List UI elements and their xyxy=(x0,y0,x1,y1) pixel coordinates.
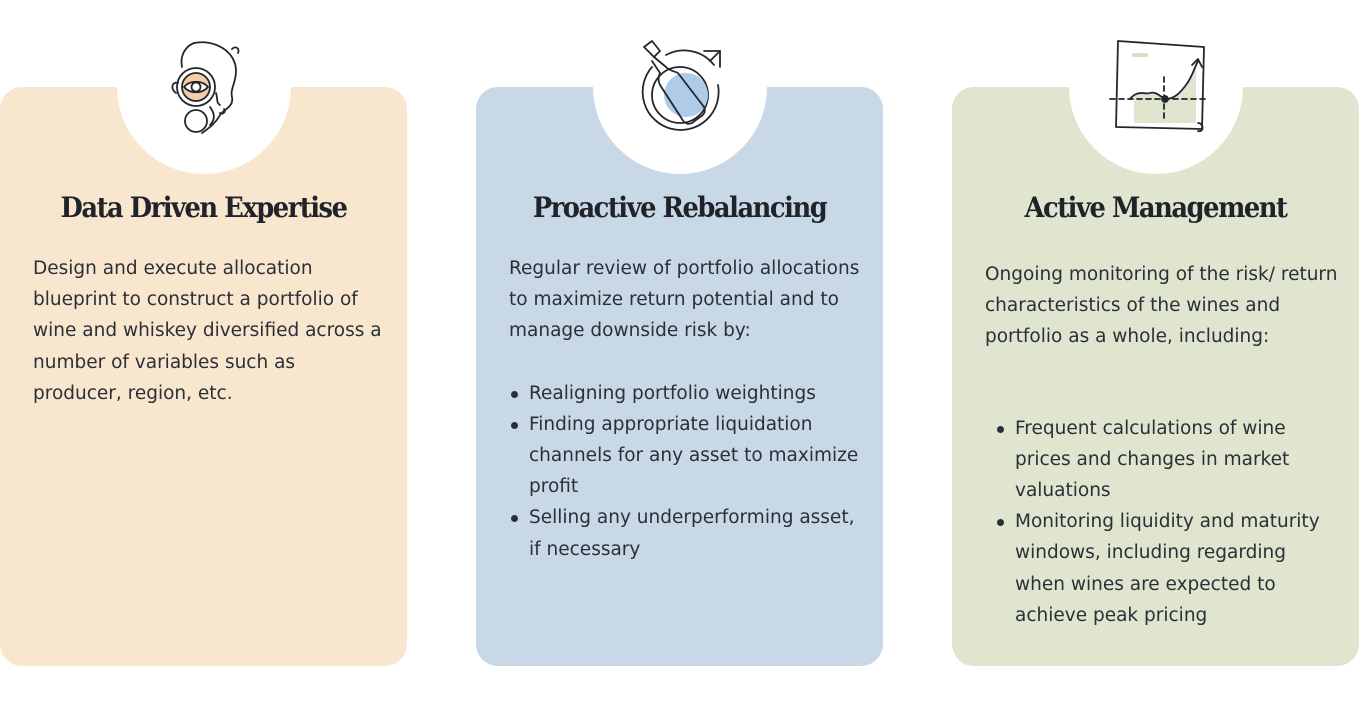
card-proactive-rebalancing: Proactive Rebalancing Regular review of … xyxy=(476,0,883,666)
list-item: Realigning portfolio weightings xyxy=(509,378,863,409)
card-title: Active Management xyxy=(1024,191,1288,224)
bottle-cycle-icon xyxy=(630,37,730,137)
card-title: Proactive Rebalancing xyxy=(532,191,828,224)
card-description: Design and execute allocation blueprint … xyxy=(33,258,382,404)
chart-monitor-icon xyxy=(1106,37,1206,137)
list-item: Monitoring liquidity and maturity window… xyxy=(995,506,1339,631)
card-data-driven-expertise: Data Driven Expertise Design and execute… xyxy=(0,0,407,666)
magnifier-face-icon xyxy=(154,37,254,137)
card-active-management: Active Management Ongoing monitoring of … xyxy=(952,0,1359,666)
list-item: Finding appropriate liquidation channels… xyxy=(509,409,863,503)
card-title: Data Driven Expertise xyxy=(60,191,348,224)
icon-notch xyxy=(1068,0,1243,174)
list-item: Selling any underperforming asset, if ne… xyxy=(509,502,863,564)
list-item: Frequent calculations of wine prices and… xyxy=(995,413,1339,507)
card-bullet-list: Frequent calculations of wine prices and… xyxy=(985,413,1339,631)
card-description: Ongoing monitoring of the risk/ return c… xyxy=(985,264,1338,348)
card-bullet-list: Realigning portfolio weightings Finding … xyxy=(509,378,863,565)
card-description: Regular review of portfolio allocations … xyxy=(509,258,860,342)
